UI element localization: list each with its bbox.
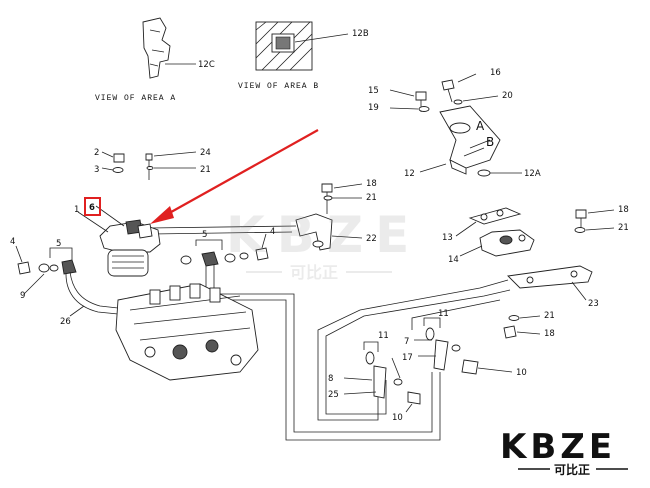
watermark-center-sub: 可比正 xyxy=(290,263,338,282)
callout-18-top: 18 xyxy=(366,179,377,189)
highlight-box xyxy=(84,197,101,216)
callout-5-mid: 5 xyxy=(202,230,207,240)
callout-18-lower: 18 xyxy=(544,329,555,339)
callout-21-right: 21 xyxy=(618,223,629,233)
view-a-caption: VIEW OF AREA A xyxy=(95,94,176,103)
callout-22: 22 xyxy=(366,234,377,244)
callout-20: 20 xyxy=(502,91,513,101)
callout-6: 6 xyxy=(89,203,95,213)
callout-8: 8 xyxy=(328,374,333,384)
callout-5-left: 5 xyxy=(56,239,61,249)
lower-fittings xyxy=(343,317,513,413)
callout-7: 7 xyxy=(404,337,409,347)
bracket-22-assembly xyxy=(295,183,363,251)
top-left-fasteners xyxy=(101,151,197,180)
callout-25: 25 xyxy=(328,390,339,400)
callout-19: 19 xyxy=(368,103,379,113)
letter-b: B xyxy=(486,135,494,149)
upper-bracket-assembly xyxy=(389,73,522,177)
callout-2: 2 xyxy=(94,148,99,158)
view-area-a-detail xyxy=(142,17,196,79)
filter-assembly xyxy=(77,205,161,277)
view-area-b-detail xyxy=(255,21,349,71)
callout-21-lower: 21 xyxy=(544,311,555,321)
view-b-caption: VIEW OF AREA B xyxy=(238,82,319,91)
callout-21-left: 21 xyxy=(200,165,211,175)
callout-3: 3 xyxy=(94,165,99,175)
callout-10-left: 10 xyxy=(392,413,403,423)
logo-sub: 可比正 xyxy=(554,462,590,477)
center-watermark: KBZE 可比正 xyxy=(226,206,421,282)
highlight-arrow xyxy=(150,129,319,224)
callout-12a: 12A xyxy=(524,169,541,179)
mount-pads xyxy=(455,207,535,257)
callout-1: 1 xyxy=(74,205,79,215)
callout-24: 24 xyxy=(200,148,211,158)
injection-pump xyxy=(115,283,259,381)
callout-15: 15 xyxy=(368,86,379,96)
callout-11-left: 11 xyxy=(378,331,389,341)
callout-12b: 12B xyxy=(352,29,369,39)
callout-10-right: 10 xyxy=(516,368,527,378)
callout-17: 17 xyxy=(402,353,413,363)
callout-21-top: 21 xyxy=(366,193,377,203)
middle-fittings xyxy=(180,233,269,267)
callout-18-right: 18 xyxy=(618,205,629,215)
callout-23: 23 xyxy=(588,299,599,309)
letter-a: A xyxy=(476,119,485,133)
callout-26: 26 xyxy=(60,317,71,327)
callout-4-left: 4 xyxy=(10,237,15,247)
corner-logo: KBZE 可比正 xyxy=(500,427,628,477)
callout-12c: 12C xyxy=(198,60,215,70)
callout-11-right: 11 xyxy=(438,309,449,319)
logo-text: KBZE xyxy=(500,427,616,467)
watermark-center-text: KBZE xyxy=(226,206,421,264)
right-bracket-assembly xyxy=(503,209,615,339)
left-fittings xyxy=(15,245,119,317)
callout-9: 9 xyxy=(20,291,25,301)
callout-13: 13 xyxy=(442,233,453,243)
callout-4-mid: 4 xyxy=(270,227,275,237)
callout-12: 12 xyxy=(404,169,415,179)
callout-16: 16 xyxy=(490,68,501,78)
callout-14: 14 xyxy=(448,255,459,265)
